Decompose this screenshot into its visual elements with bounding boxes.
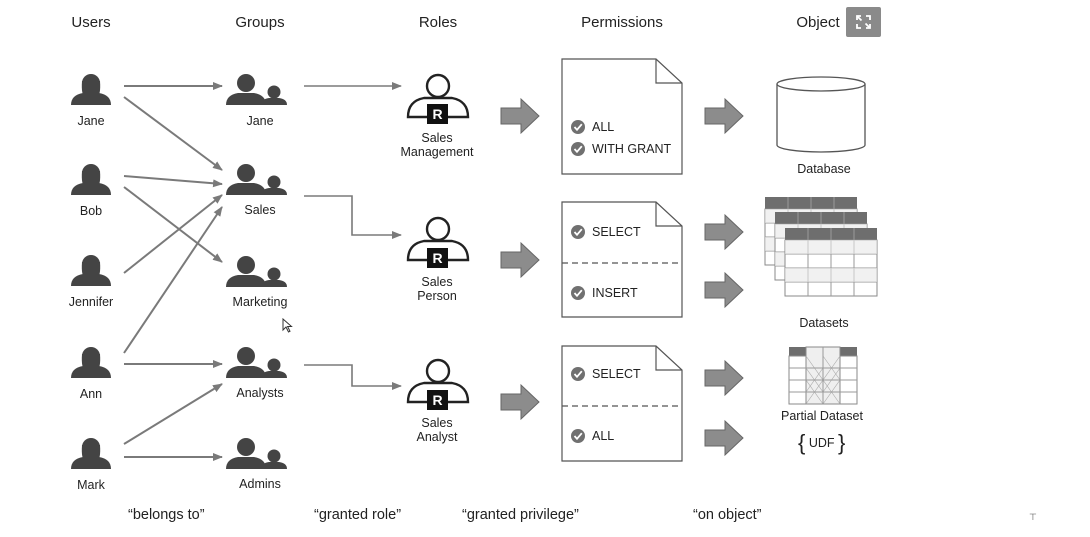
group-label: Admins — [239, 477, 281, 491]
corner-glyph: ⊤ — [1029, 512, 1037, 522]
role-badge: R — [432, 392, 442, 408]
user-bob-icon — [71, 164, 111, 195]
object-label-database: Database — [797, 162, 851, 176]
group-label: Marketing — [232, 295, 288, 309]
block-arrow-icon — [500, 242, 540, 278]
header-users: Users — [71, 14, 111, 31]
block-arrow-icon — [500, 384, 540, 420]
permission-label: ALL — [592, 429, 615, 443]
permission-doc-1 — [561, 58, 683, 175]
permission-label: ALL — [592, 120, 615, 134]
role-label: Sales Management — [367, 131, 507, 159]
role-label: Sales Person — [367, 275, 507, 303]
permission-label: INSERT — [592, 286, 638, 300]
role-sales-management-icon: R — [406, 73, 470, 124]
user-label: Jane — [77, 114, 105, 128]
header-permissions: Permissions — [581, 14, 663, 31]
block-arrow-icon — [704, 420, 744, 456]
role-label: Sales Analyst — [367, 416, 507, 444]
udf-brace-close: } — [838, 430, 846, 455]
role-label-line2: Management — [400, 145, 474, 159]
user-label: Ann — [79, 387, 103, 401]
permission-doc-3 — [561, 345, 683, 462]
block-arrow-icon — [704, 214, 744, 250]
group-label: Analysts — [236, 386, 284, 400]
partial-dataset-icon — [788, 346, 858, 405]
check-circle-icon — [570, 428, 586, 444]
udf-text: UDF — [808, 436, 835, 450]
group-label: Sales — [244, 203, 276, 217]
role-badge: R — [432, 250, 442, 266]
check-circle-icon — [570, 285, 586, 301]
group-label: Jane — [246, 114, 274, 128]
role-sales-person-icon: R — [406, 216, 470, 268]
block-arrow-icon — [500, 98, 540, 134]
user-label: Mark — [77, 478, 105, 492]
expand-icon — [856, 15, 871, 29]
group-jane-icon — [226, 74, 287, 105]
relation-granted-privilege: “granted privilege” — [462, 507, 579, 523]
block-arrow-icon — [704, 360, 744, 396]
relation-granted-role: “granted role” — [314, 507, 402, 523]
role-label-line1: Sales — [421, 131, 453, 145]
relation-on-object: “on object” — [693, 507, 762, 523]
header-object: Object — [796, 14, 840, 31]
database-icon — [776, 76, 866, 153]
user-ann-icon — [71, 347, 111, 378]
permission-label: SELECT — [592, 225, 641, 239]
check-circle-icon — [570, 224, 586, 240]
header-groups: Groups — [235, 14, 285, 31]
datasets-icon — [764, 196, 878, 297]
group-sales-icon — [226, 164, 287, 195]
object-label-partial-dataset: Partial Dataset — [781, 409, 863, 423]
relation-belongs-to: “belongs to” — [128, 507, 205, 523]
expand-button[interactable] — [846, 7, 881, 37]
role-label-line1: Sales — [421, 416, 453, 430]
user-mark-icon — [71, 438, 111, 469]
group-admins-icon — [226, 438, 287, 469]
user-jane-icon — [71, 74, 111, 105]
user-jennifer-icon — [71, 255, 111, 286]
check-circle-icon — [570, 366, 586, 382]
user-label: Bob — [79, 204, 103, 218]
udf-brace-open: { — [798, 430, 806, 455]
object-label-datasets: Datasets — [799, 316, 849, 330]
group-analysts-icon — [226, 347, 287, 378]
role-sales-analyst-icon: R — [406, 358, 470, 410]
group-marketing-icon — [226, 256, 287, 287]
role-label-line2: Person — [417, 289, 457, 303]
permission-label: SELECT — [592, 367, 641, 381]
role-label-line1: Sales — [421, 275, 453, 289]
header-roles: Roles — [418, 14, 458, 31]
role-badge: R — [432, 106, 442, 122]
check-circle-icon — [570, 141, 586, 157]
mouse-cursor-icon — [282, 318, 293, 333]
role-label-line2: Analyst — [416, 430, 458, 444]
check-circle-icon — [570, 119, 586, 135]
permission-label: WITH GRANT — [592, 142, 672, 156]
udf-label: { UDF } — [798, 430, 845, 456]
block-arrow-icon — [704, 272, 744, 308]
user-label: Jennifer — [68, 295, 114, 309]
block-arrow-icon — [704, 98, 744, 134]
